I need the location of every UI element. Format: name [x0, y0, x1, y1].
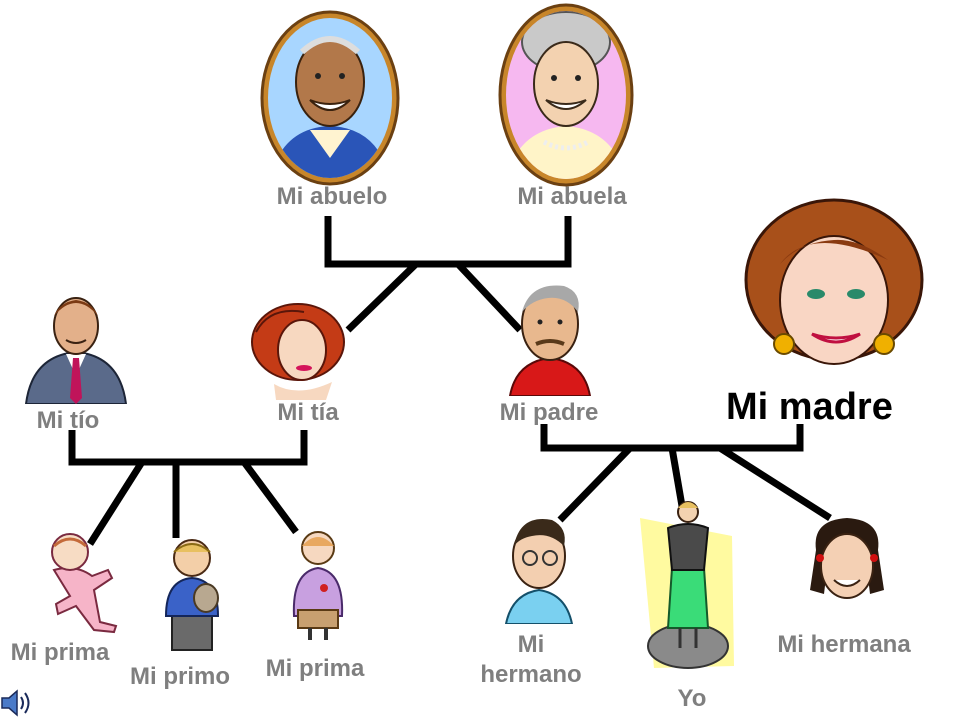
hermano-figure: [504, 519, 574, 624]
label-prima: Mi prima: [265, 655, 365, 682]
label-abuelo: Mi abuelo: [276, 183, 388, 210]
speaker-icon[interactable]: [0, 688, 34, 718]
grandparents-bracket: [324, 216, 572, 268]
primo-figure: [164, 539, 220, 651]
abuelo-portrait: [260, 10, 400, 186]
tio-tia-bracket: [68, 430, 308, 466]
link-to-tia: [345, 261, 419, 333]
label-tia: Mi tía: [277, 399, 339, 426]
label-madre: Mi madre: [726, 386, 893, 428]
label-prima-baby: Mi prima: [10, 639, 110, 666]
label-hermano: Mi hermano: [480, 631, 582, 688]
link-to-padre: [455, 261, 523, 333]
prima-figure: [292, 531, 344, 640]
link-to-prima: [241, 459, 299, 535]
link-to-yo: [668, 447, 686, 507]
label-abuela: Mi abuela: [517, 183, 627, 210]
label-padre: Mi padre: [499, 399, 599, 426]
label-yo: Yo: [677, 685, 707, 712]
label-hermana: Mi hermana: [777, 631, 911, 658]
hermana-figure: [810, 518, 884, 599]
label-tio: Mi tío: [36, 407, 100, 434]
link-to-hermano: [557, 445, 633, 523]
tia-figure: [251, 303, 345, 400]
padre-figure: [508, 285, 592, 396]
label-primo: Mi primo: [130, 663, 230, 690]
madre-figure: [744, 198, 924, 365]
abuela-portrait: [498, 3, 634, 187]
prima-baby-figure: [51, 533, 118, 634]
link-to-prima-baby: [87, 460, 145, 546]
link-to-hermana: [718, 445, 832, 521]
yo-figure: [640, 501, 734, 669]
tio-figure: [24, 297, 128, 404]
